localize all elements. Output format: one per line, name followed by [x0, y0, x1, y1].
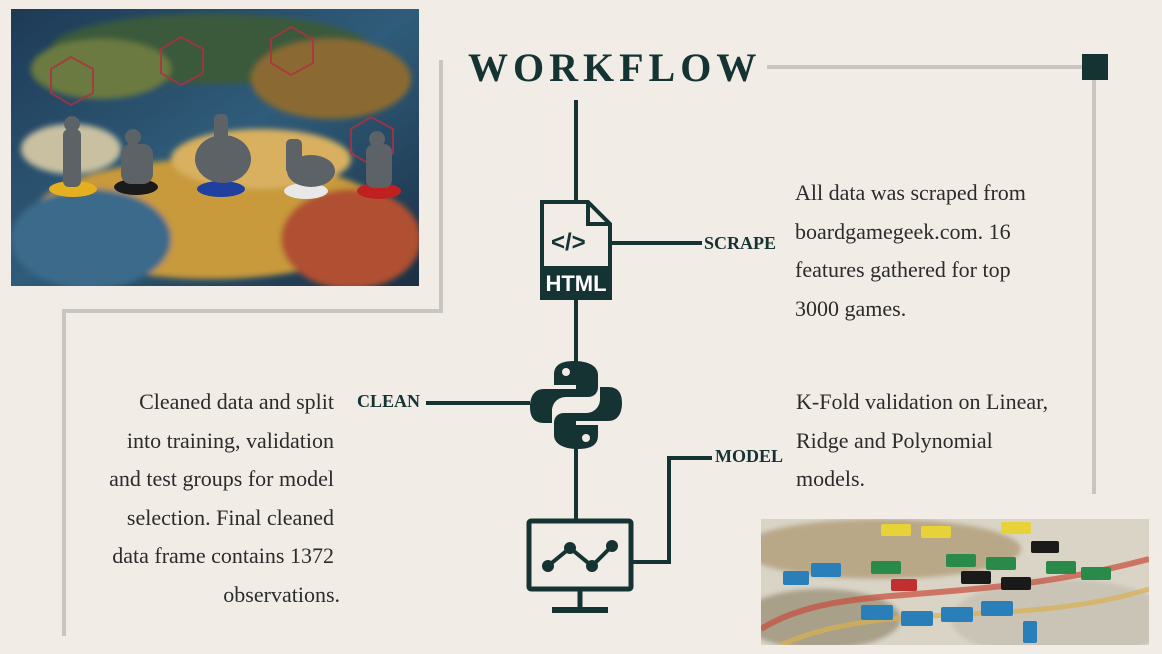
clean-description-line: selection. Final cleaned — [126, 504, 334, 530]
scrape-description-line: 3000 games. — [795, 295, 907, 321]
scrape-description-line: features gathered for top — [795, 257, 1011, 282]
page-title: WORKFLOW — [468, 45, 762, 90]
square-marker — [1082, 54, 1108, 80]
clean-description: Cleaned data and split into training, va… — [40, 383, 340, 614]
html-file-icon: </> HTML — [540, 200, 612, 300]
svg-text:</>: </> — [551, 229, 586, 256]
scrape-description-line: All data was scraped from — [795, 180, 1026, 205]
model-description: K-Fold validation on Linear, Ridge and P… — [796, 383, 1096, 499]
scrape-label: SCRAPE — [704, 233, 777, 253]
board-game-miniatures-photo — [11, 9, 419, 286]
scrape-description-line: boardgamegeek.com. 16 — [795, 218, 1011, 244]
clean-label: CLEAN — [357, 391, 421, 411]
model-description-line: models. — [796, 466, 866, 491]
html-icon-label: HTML — [545, 271, 606, 296]
clean-description-line: observations. — [223, 581, 340, 607]
python-icon — [528, 359, 624, 451]
scrape-description: All data was scraped from boardgamegeek.… — [795, 174, 1125, 328]
train-game-photo — [761, 519, 1149, 645]
model-description-line: Ridge and Polynomial — [796, 427, 993, 453]
clean-description-line: Cleaned data and split — [139, 389, 334, 414]
monitor-chart-icon — [526, 518, 634, 616]
clean-description-line: and test groups for model — [109, 466, 334, 491]
model-label: MODEL — [715, 446, 784, 466]
clean-description-line: data frame contains 1372 — [112, 543, 334, 568]
model-description-line: K-Fold validation on Linear, — [796, 389, 1049, 414]
clean-description-line: into training, validation — [126, 427, 334, 453]
